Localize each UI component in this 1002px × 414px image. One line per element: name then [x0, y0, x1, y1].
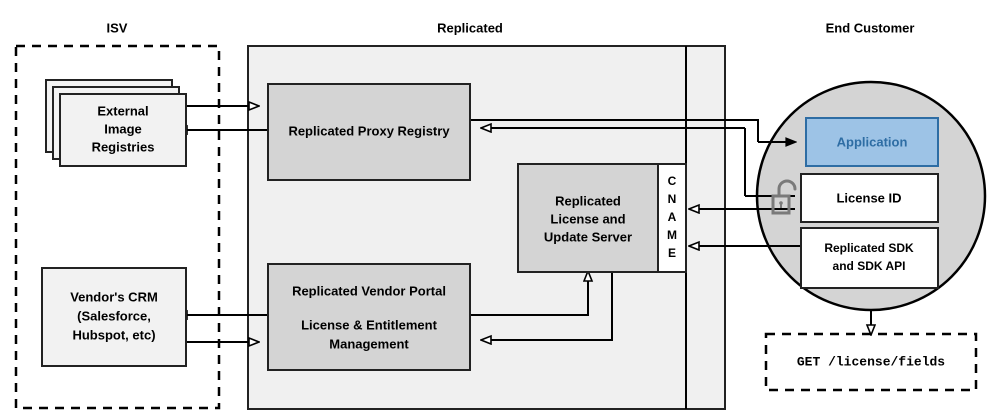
- vendor-crm-label-line2: (Salesforce,: [77, 308, 151, 323]
- replicated-vendor-portal[interactable]: [267, 263, 471, 371]
- license-server-label-line2: License and: [550, 211, 625, 226]
- cname-letter-m: M: [667, 228, 677, 242]
- edge-license-server-to-vendor-portal: [482, 272, 613, 340]
- edge-vendor-portal-to-license-server: [470, 272, 588, 316]
- vendor-crm-label-line3: Hubspot, etc): [72, 327, 155, 342]
- cname-letter-n: N: [668, 192, 677, 206]
- external-registries-label-line2: Image: [104, 121, 142, 136]
- vendor-portal-label-line2: License & Entitlement: [301, 317, 437, 332]
- vendor-crm-label-line1: Vendor's CRM: [70, 289, 158, 304]
- cname-letter-c: C: [668, 174, 677, 188]
- external-registries-label-line1: External: [97, 103, 148, 118]
- edge-proxy-to-customer-top: [470, 119, 759, 142]
- zone-title-end-customer: End Customer: [826, 20, 915, 35]
- proxy-registry-label: Replicated Proxy Registry: [288, 123, 450, 138]
- cname-strip[interactable]: [657, 163, 687, 273]
- isv-zone-boundary: [14, 44, 221, 410]
- vendor-portal-label-line1: Replicated Vendor Portal: [292, 283, 446, 298]
- customer-application-box[interactable]: [805, 117, 939, 167]
- external-image-registries[interactable]: [59, 93, 187, 167]
- zone-title-isv: ISV: [107, 20, 128, 35]
- license-server-label-line1: Replicated: [555, 193, 621, 208]
- vendor-crm-box[interactable]: [41, 267, 187, 367]
- cname-letter-e: E: [668, 246, 676, 260]
- api-call-dashed-box: [764, 332, 978, 392]
- license-id-box[interactable]: [800, 173, 939, 223]
- sdk-label-line1: Replicated SDK: [824, 241, 914, 255]
- replicated-sdk-box[interactable]: [800, 227, 939, 289]
- unlocked-padlock-icon: [771, 179, 797, 215]
- cname-letter-a: A: [668, 210, 677, 224]
- sdk-label-line2: and SDK API: [833, 259, 906, 273]
- replicated-proxy-registry[interactable]: [267, 83, 471, 181]
- replicated-license-update-server[interactable]: [517, 163, 659, 273]
- license-server-label-line3: Update Server: [544, 229, 632, 244]
- vendor-portal-label-line3: Management: [329, 336, 409, 351]
- application-label: Application: [837, 134, 908, 149]
- api-call-label: GET /license/fields: [797, 354, 945, 369]
- zone-title-replicated: Replicated: [437, 20, 503, 35]
- license-id-label: License ID: [836, 190, 901, 205]
- external-registries-label-line3: Registries: [92, 139, 155, 154]
